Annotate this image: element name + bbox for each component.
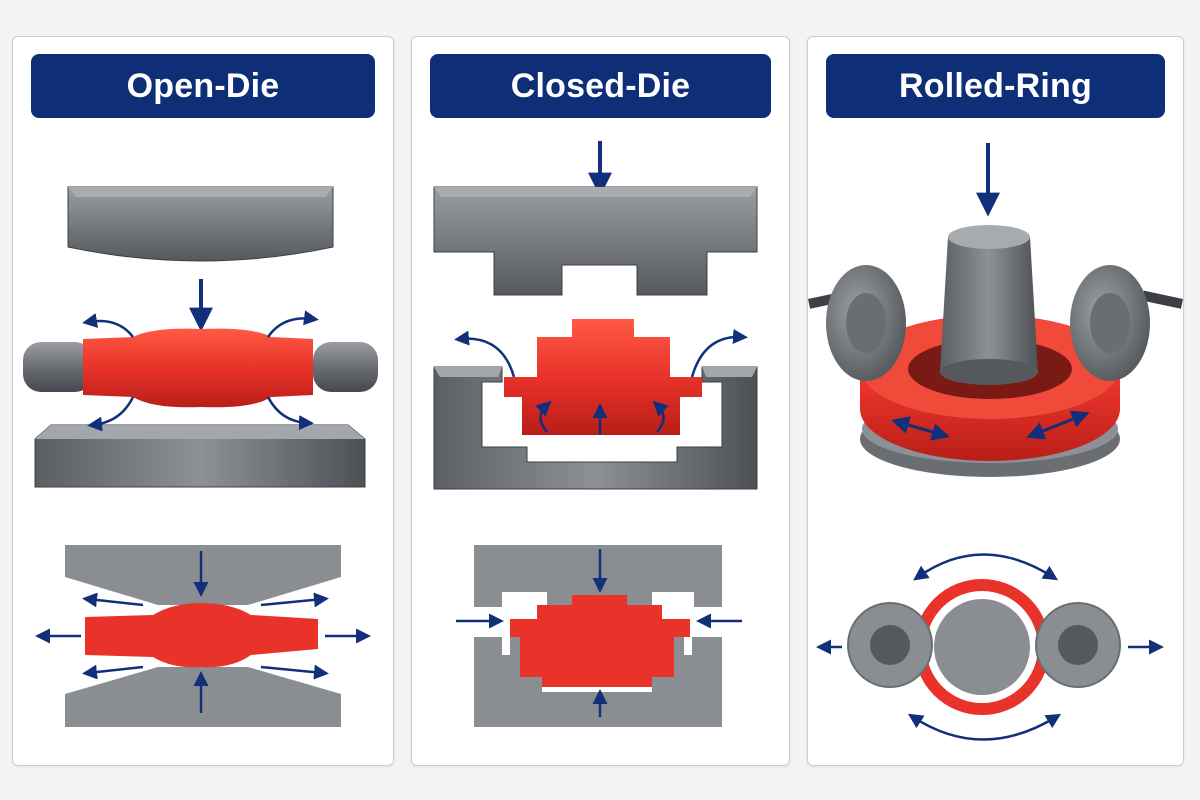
lower-die <box>433 366 758 490</box>
curved-flow-arrow-icon <box>82 310 319 432</box>
open-die-panel: Open-Die <box>12 36 394 766</box>
rolled-ring-panel: Rolled-Ring <box>807 36 1184 766</box>
open-die-schematic <box>35 545 371 727</box>
upper-die <box>67 186 334 262</box>
closed-die-panel: Closed-Die <box>411 36 790 766</box>
upper-die <box>433 186 758 296</box>
bar-end-left <box>23 342 93 392</box>
hot-workpiece <box>83 328 313 408</box>
lower-die <box>34 424 366 488</box>
rolled-ring-schematic <box>816 553 1164 741</box>
rolled-ring-title: Rolled-Ring <box>826 54 1165 118</box>
bar-end-right <box>313 342 378 392</box>
closed-die-illustration <box>433 141 758 727</box>
double-arrow-icon <box>1026 410 1090 440</box>
closed-die-title: Closed-Die <box>430 54 771 118</box>
curved-flow-arrow-icon <box>454 329 748 435</box>
side-roller-right <box>1070 265 1183 381</box>
mandrel <box>940 225 1038 385</box>
double-arrow-icon <box>891 416 950 441</box>
open-die-title: Open-Die <box>31 54 375 118</box>
hot-workpiece <box>504 319 702 435</box>
open-die-illustration <box>23 186 378 727</box>
closed-die-schematic <box>456 545 742 727</box>
rolled-ring-illustration <box>808 143 1183 741</box>
side-roller-left <box>808 265 906 381</box>
rotation-arrow-icon <box>907 553 1062 741</box>
